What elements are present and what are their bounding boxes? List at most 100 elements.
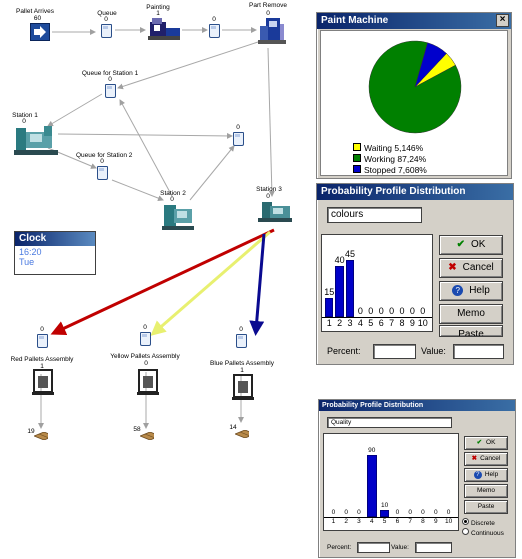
legend-stopped-label: Stopped 7,608%: [364, 165, 427, 175]
queue-station2-label: Queue for Station 2: [76, 152, 133, 159]
dialog1-value-label: Value:: [421, 346, 446, 356]
dialog2-help-label: Help: [484, 471, 499, 478]
bar-value-label: 15: [324, 287, 335, 297]
dialog1-paste-button[interactable]: Paste: [439, 325, 503, 337]
dialog2-continuous-option[interactable]: Continuous: [462, 528, 504, 537]
help-icon: ?: [452, 285, 464, 296]
dialog2-discrete-option[interactable]: Discrete: [462, 518, 495, 527]
painting-label: Painting: [146, 4, 170, 11]
yellow-queue-icon[interactable]: [140, 332, 151, 346]
category-label: 9: [409, 318, 415, 328]
dialog2-help-button[interactable]: ?Help: [464, 468, 508, 482]
bar-value-label: 0: [357, 508, 361, 516]
bar-2[interactable]: [335, 266, 344, 317]
bar-value-label: 45: [344, 249, 355, 259]
pie-slice-stopped: [414, 42, 447, 88]
part-remove-machine-icon[interactable]: [256, 16, 288, 46]
bar-3[interactable]: [345, 260, 355, 317]
paint-machine-chart-area: Waiting 5,146% Working 87,24% Stopped 7,…: [320, 30, 508, 176]
bar-4[interactable]: [366, 455, 377, 517]
check-icon: ✔: [456, 239, 465, 250]
dialog1-ok-button[interactable]: ✔OK: [439, 235, 503, 255]
dialog1-title[interactable]: Probability Profile Distribution: [317, 184, 513, 200]
dialog2-value-label: Value:: [391, 544, 409, 551]
route-blue-arrow: [249, 233, 266, 336]
red-assembly-count: 1: [40, 363, 44, 370]
station2-machine-icon[interactable]: [162, 201, 194, 231]
pallet-arrives-icon[interactable]: [30, 23, 50, 41]
dialog1-memo-button[interactable]: Memo: [439, 304, 503, 324]
station2-label: Station 2: [160, 190, 186, 197]
queue-station1-icon[interactable]: [105, 84, 116, 98]
station2-count: 0: [170, 196, 174, 203]
dialog1-percent-label: Percent:: [327, 346, 361, 356]
route-red-arrow: [50, 228, 275, 335]
bar-value-label: 40: [334, 255, 345, 266]
queue-station2-count: 0: [100, 158, 104, 165]
blue-pallet-icon[interactable]: [235, 430, 249, 438]
painting-machine-icon[interactable]: [146, 16, 182, 42]
dialog1-value-input[interactable]: [453, 344, 504, 359]
station3-machine-icon[interactable]: [258, 200, 292, 224]
dialog1-cancel-label: Cancel: [462, 262, 494, 273]
red-queue-icon[interactable]: [37, 334, 48, 348]
dialog1-name-field[interactable]: colours: [327, 207, 422, 223]
legend-waiting: Waiting 5,146%: [353, 143, 427, 154]
probability-dialog-colours: Probability Profile Distribution colours…: [316, 183, 514, 365]
blue-queue-icon[interactable]: [236, 334, 247, 348]
dialog2-percent-label: Percent:: [327, 544, 352, 551]
blue-assembly-machine-icon[interactable]: [232, 373, 254, 401]
cross-icon: ✖: [471, 455, 478, 462]
queue-mid-icon[interactable]: [209, 24, 220, 38]
paint-machine-title-bar[interactable]: Paint Machine ×: [317, 13, 511, 29]
red-pallet-icon[interactable]: [34, 432, 48, 440]
yellow-assembly-machine-icon[interactable]: [137, 368, 159, 396]
dialog1-percent-input[interactable]: [373, 344, 416, 359]
pallet-arrives-count: 60: [33, 15, 42, 22]
legend-stopped: Stopped 7,608%: [353, 165, 427, 176]
dialog1-help-button[interactable]: ?Help: [439, 281, 503, 301]
red-assembly-machine-icon[interactable]: [32, 368, 54, 396]
legend-working-swatch: [353, 154, 361, 162]
station1-machine-icon[interactable]: [14, 124, 58, 156]
dialog2-title[interactable]: Probability Profile Distribution: [319, 400, 515, 411]
close-icon[interactable]: ×: [496, 14, 509, 27]
radio-unselected-icon: [462, 528, 469, 535]
queue-station2-icon[interactable]: [97, 166, 108, 180]
paint-machine-title: Paint Machine: [321, 15, 389, 26]
dialog2-percent-input[interactable]: [357, 542, 390, 553]
x-axis-line: [324, 517, 458, 518]
bar-value-label: 90: [368, 446, 376, 454]
paint-machine-pie: [368, 40, 462, 134]
bar-value-label: 0: [378, 306, 384, 316]
dialog2-discrete-label: Discrete: [471, 520, 495, 527]
category-label: 10: [417, 318, 428, 328]
bar-1[interactable]: [325, 298, 334, 317]
legend-working-label: Working 87,24%: [364, 154, 427, 164]
dialog2-paste-button[interactable]: Paste: [464, 500, 508, 514]
red-queue-count: 0: [40, 326, 44, 333]
dialog2-value-input[interactable]: [415, 542, 452, 553]
queue-right-icon[interactable]: [233, 132, 244, 146]
bar-5[interactable]: [379, 510, 390, 517]
connector-station1-qright: [57, 132, 233, 139]
category-label: 7: [389, 318, 395, 328]
dialog2-memo-button[interactable]: Memo: [464, 484, 508, 498]
dialog2-name-field[interactable]: Quality: [327, 417, 452, 428]
dialog2-cancel-button[interactable]: ✖Cancel: [464, 452, 508, 466]
clock-time: 16:20: [19, 247, 42, 257]
queue-top-icon[interactable]: [101, 24, 112, 38]
yellow-pallet-icon[interactable]: [140, 432, 154, 440]
category-label: 6: [395, 518, 400, 525]
legend-working: Working 87,24%: [353, 154, 427, 165]
category-label: 4: [357, 318, 363, 328]
category-label: 2: [344, 518, 348, 525]
category-label: 8: [399, 318, 405, 328]
blue-assembly-count: 1: [240, 367, 244, 374]
dialog2-ok-button[interactable]: ✔OK: [464, 436, 508, 450]
dialog1-cancel-button[interactable]: ✖Cancel: [439, 258, 503, 278]
station3-label: Station 3: [256, 186, 282, 193]
blue-queue-count: 0: [239, 326, 243, 333]
